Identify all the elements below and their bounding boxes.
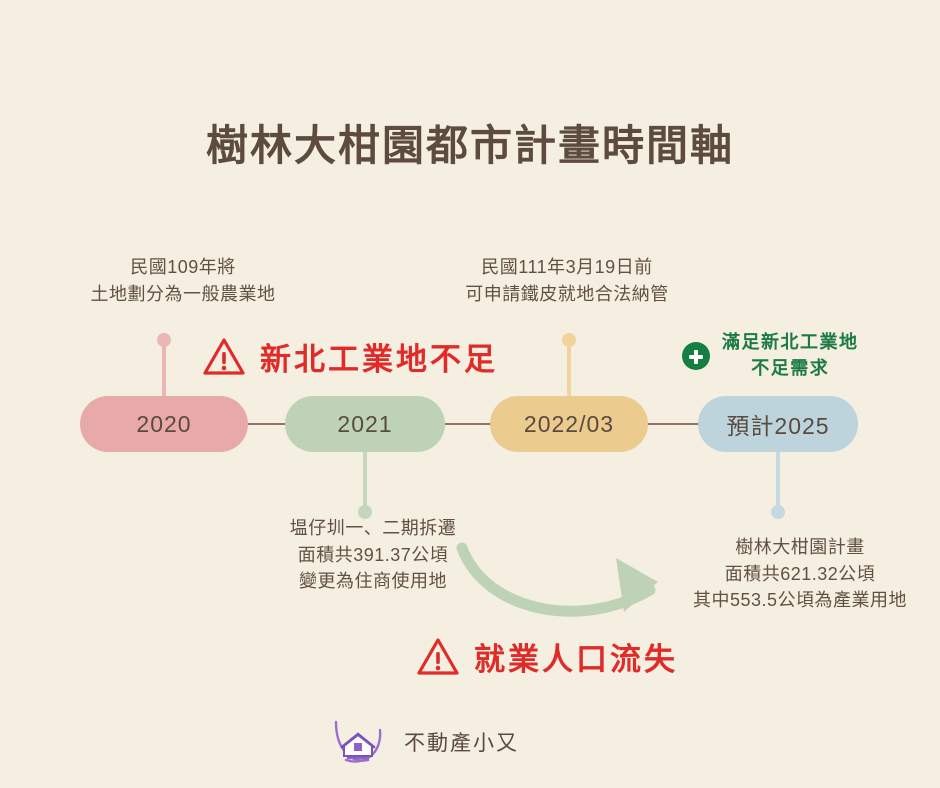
- note-line: 可申請鐵皮就地合法納管: [465, 283, 669, 304]
- plus-circle-icon: [682, 342, 710, 371]
- warning-triangle-icon: [417, 637, 459, 675]
- flow-arrow-icon: [456, 542, 658, 617]
- brand-footer: 不動產小又: [330, 716, 519, 768]
- page-title: 樹林大柑園都市計畫時間軸: [205, 122, 734, 169]
- timeline-connector-2: [443, 423, 492, 425]
- stem-dot: [358, 505, 372, 519]
- note-line: 民國109年將: [130, 257, 236, 277]
- callout-text-line: 滿足新北工業地: [722, 332, 859, 353]
- milestone-stem-2021: [358, 450, 372, 519]
- note-line: 變更為住商使用地: [299, 571, 447, 592]
- note-line: 其中553.5公頃為產業用地: [692, 590, 908, 611]
- stem-dot: [771, 505, 785, 519]
- milestone-note-2021: 塭仔圳一、二期拆遷 面積共391.37公頃 變更為住商使用地: [248, 515, 498, 595]
- note-line: 民國111年3月19日前: [481, 257, 653, 277]
- milestone-stem-2020: [157, 333, 171, 400]
- timeline-connector-1: [246, 423, 287, 425]
- milestone-pill-2021[interactable]: 2021: [285, 396, 445, 452]
- house-swoosh-logo-icon: [334, 720, 382, 763]
- stem-dot: [562, 333, 576, 347]
- callout-industrial-land-shortage: 新北工業地不足: [202, 334, 498, 379]
- milestone-pill-2020[interactable]: 2020: [80, 396, 248, 452]
- callout-text: 新北工業地不足: [260, 342, 498, 378]
- warning-triangle-icon: [203, 337, 245, 375]
- note-line: 土地劃分為一般農業地: [90, 283, 276, 304]
- milestone-pill-2025[interactable]: 預計2025: [698, 396, 858, 452]
- milestone-note-2025: 樹林大柑園計畫 面積共621.32公頃 其中553.5公頃為產業用地: [660, 534, 940, 614]
- timeline-connector-3: [646, 423, 700, 425]
- callout-employment-loss: 就業人口流失: [416, 634, 678, 679]
- note-line: 面積共391.37公頃: [297, 544, 449, 565]
- milestone-stem-2022-03: [562, 333, 576, 400]
- callout-demand-satisfied: 滿足新北工業地 不足需求: [682, 330, 859, 382]
- milestone-stem-2025: [771, 450, 785, 519]
- callout-text-line: 不足需求: [751, 358, 830, 380]
- brand-label: 不動產小又: [404, 732, 519, 755]
- note-line: 面積共621.32公頃: [724, 563, 876, 584]
- stem-dot: [157, 333, 171, 347]
- milestone-note-2020: 民國109年將 土地劃分為一般農業地: [38, 254, 328, 307]
- note-line: 樹林大柑園計畫: [735, 537, 865, 557]
- milestone-note-2022-03: 民國111年3月19日前 可申請鐵皮就地合法納管: [432, 254, 702, 307]
- callout-text: 就業人口流失: [474, 642, 678, 678]
- note-line: 塭仔圳一、二期拆遷: [289, 518, 457, 538]
- milestone-pill-2022-03[interactable]: 2022/03: [490, 396, 648, 452]
